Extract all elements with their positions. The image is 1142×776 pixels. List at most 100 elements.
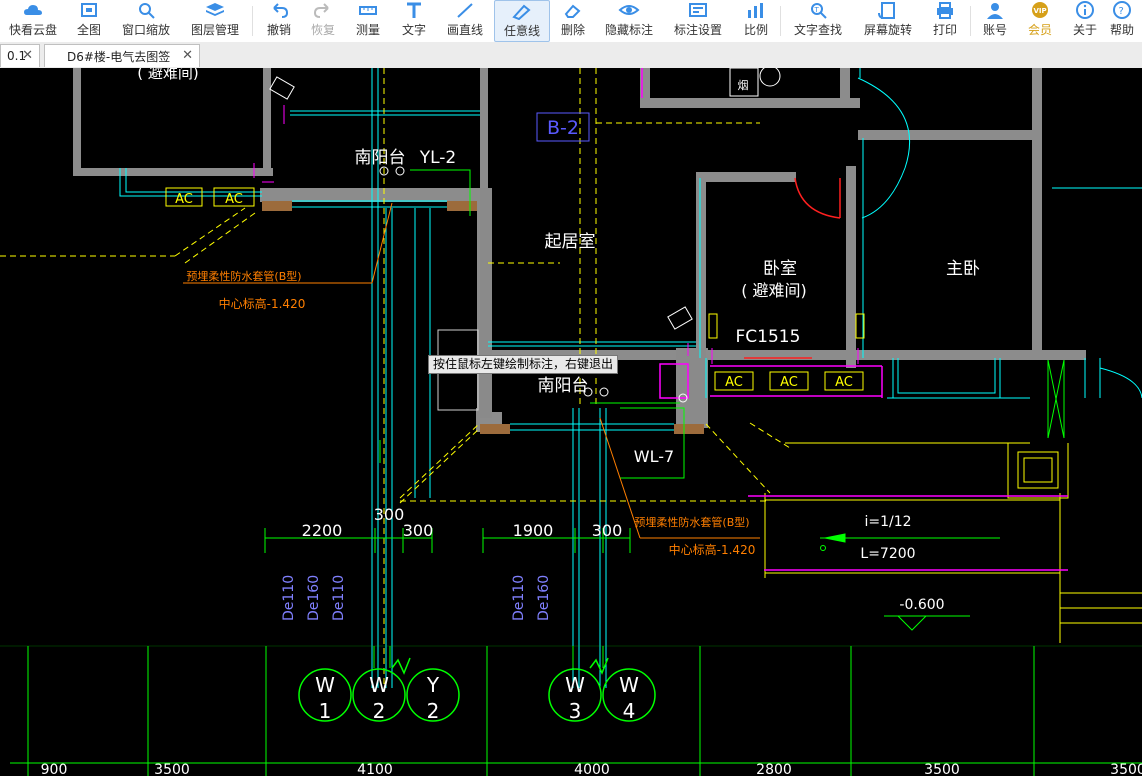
wall [640, 68, 650, 108]
wall [696, 172, 706, 422]
draw-hint-tooltip: 按住鼠标左键绘制标注，右键退出 [428, 355, 619, 374]
note-label: 中心标高-1.420 [219, 296, 306, 311]
dim-label: 1900 [513, 521, 554, 540]
dim-bottom-label: 3500 [924, 762, 960, 776]
toolbar-button-label: 比例 [743, 23, 768, 37]
toolbar-button-label: 画直线 [446, 23, 483, 37]
rail [119, 168, 262, 197]
wall [696, 172, 796, 182]
dash [184, 212, 256, 264]
wall [706, 350, 1086, 360]
grid-bubble-top: Y [426, 673, 440, 697]
toolbar-button-info[interactable]: 关于 [1065, 0, 1105, 42]
toolbar-button-redo[interactable]: 恢复 [303, 0, 343, 42]
toolbar-button-ruler[interactable]: 测量 [348, 0, 388, 42]
room-label: 起居室 [545, 232, 596, 252]
grid-bubble-bottom: 1 [319, 699, 332, 723]
tab-title: 0.1 [7, 49, 27, 63]
user-icon [987, 3, 1003, 19]
room-label: ( 避难间) [741, 281, 807, 300]
grid-bubble-bottom: 3 [569, 699, 582, 723]
fixture [729, 68, 759, 97]
ac-label: AC [780, 375, 798, 390]
tab-partial[interactable]: 0.1 ✕ [0, 44, 40, 67]
detail [855, 313, 865, 339]
toolbar-button-label: 文字 [401, 23, 426, 37]
grid-bubble-top: W [565, 673, 585, 697]
toolbar-button-label: 关于 [1072, 23, 1097, 37]
dim-bottom-label: 900 [41, 762, 68, 776]
toolbar-button-help[interactable]: ?帮助 [1102, 0, 1142, 42]
room-label: ( 避难间) [137, 68, 198, 82]
wall [480, 188, 492, 418]
room-label: 主卧 [946, 259, 980, 279]
tag-label: YL-2 [419, 148, 457, 168]
dim-label: 300 [403, 521, 434, 540]
dim-label: 300 [374, 505, 405, 524]
toolbar-button-rotate-screen[interactable]: 屏幕旋转 [858, 0, 918, 42]
toolbar-button-user[interactable]: 账号 [975, 0, 1015, 42]
grid-bubble [352, 668, 406, 722]
toolbar-button-label: 撤销 [266, 23, 291, 37]
ac-label: AC [175, 192, 193, 207]
wall [263, 68, 271, 176]
toolbar-button-eraser[interactable]: 删除 [553, 0, 593, 42]
elevation-label: -0.600 [899, 597, 944, 613]
wall [73, 168, 273, 176]
toolbar-button-label: 标注设置 [673, 23, 722, 37]
elevation-triangle [896, 615, 928, 631]
cad-canvas[interactable]: ( 避难间) 南阳台 南阳台 起居室 卧室 ( 避难间) 主卧 烟 B-2 YL… [0, 68, 1142, 776]
toolbar-button-cloud[interactable]: 快看云盘 [3, 0, 63, 42]
wall [858, 130, 1034, 140]
rail [892, 358, 1001, 399]
ac-unit [769, 371, 809, 391]
room-label: 卧室 [763, 259, 797, 279]
print-icon [937, 2, 953, 19]
toolbar-button-layers[interactable]: 图层管理 [185, 0, 245, 42]
grid-bubbles-shapes [298, 657, 656, 722]
tab-drawing[interactable]: D6#楼-电气去图签 ✕ [44, 44, 200, 67]
dim-bottom-label: 2800 [756, 762, 792, 776]
dash [399, 422, 481, 499]
close-icon[interactable]: ✕ [182, 48, 193, 63]
column-block [674, 424, 704, 434]
toolbar-button-line[interactable]: 画直线 [435, 0, 495, 42]
wall [73, 68, 81, 176]
dash [749, 422, 791, 449]
ac-unit [165, 187, 203, 207]
floor-plan-drawing: ( 避难间) 南阳台 南阳台 起居室 卧室 ( 避难间) 主卧 烟 B-2 YL… [0, 68, 1142, 776]
layers-icon [206, 3, 224, 16]
toolbar-button-annotation-settings[interactable]: 标注设置 [668, 0, 728, 42]
toolbar-button-undo[interactable]: 撤销 [259, 0, 299, 42]
toolbar-separator [970, 6, 971, 36]
slope-dot [820, 545, 826, 551]
toolbar-button-zoom-window[interactable]: 窗口缩放 [116, 0, 176, 42]
toolbar-button-label: 快看云盘 [8, 23, 57, 37]
text-search-icon: T [811, 3, 827, 19]
toolbar-button-freeline[interactable]: 任意线 [494, 0, 550, 42]
slope-label: i=1/12 [864, 514, 911, 530]
room-label: 南阳台 [355, 148, 406, 168]
toolbar-button-print[interactable]: 打印 [925, 0, 965, 42]
magenta-box [659, 363, 689, 399]
toolbar-button-label: 会员 [1027, 23, 1052, 37]
toolbar-button-label: 图层管理 [190, 23, 239, 37]
pipe-size-label: De160 [306, 575, 322, 621]
toolbar-button-scale[interactable]: 比例 [736, 0, 776, 42]
ac-label: AC [225, 192, 243, 207]
pipe-size-label: De110 [511, 575, 527, 621]
pipe-symbol [395, 166, 405, 176]
toolbar-button-label: 删除 [560, 23, 585, 37]
tab-bar: 0.1 ✕ D6#楼-电气去图签 ✕ [0, 42, 1142, 69]
grid-bubble-bottom: 2 [427, 699, 440, 723]
dash [174, 207, 246, 257]
toolbar-button-eye[interactable]: 隐藏标注 [599, 0, 659, 42]
close-icon[interactable]: ✕ [22, 48, 33, 63]
svg-text:?: ? [1119, 6, 1124, 17]
eraser-icon [564, 4, 581, 18]
toolbar-button-fullview[interactable]: 全图 [69, 0, 109, 42]
detail [1023, 457, 1053, 483]
toolbar-button-text[interactable]: 文字 [394, 0, 434, 42]
